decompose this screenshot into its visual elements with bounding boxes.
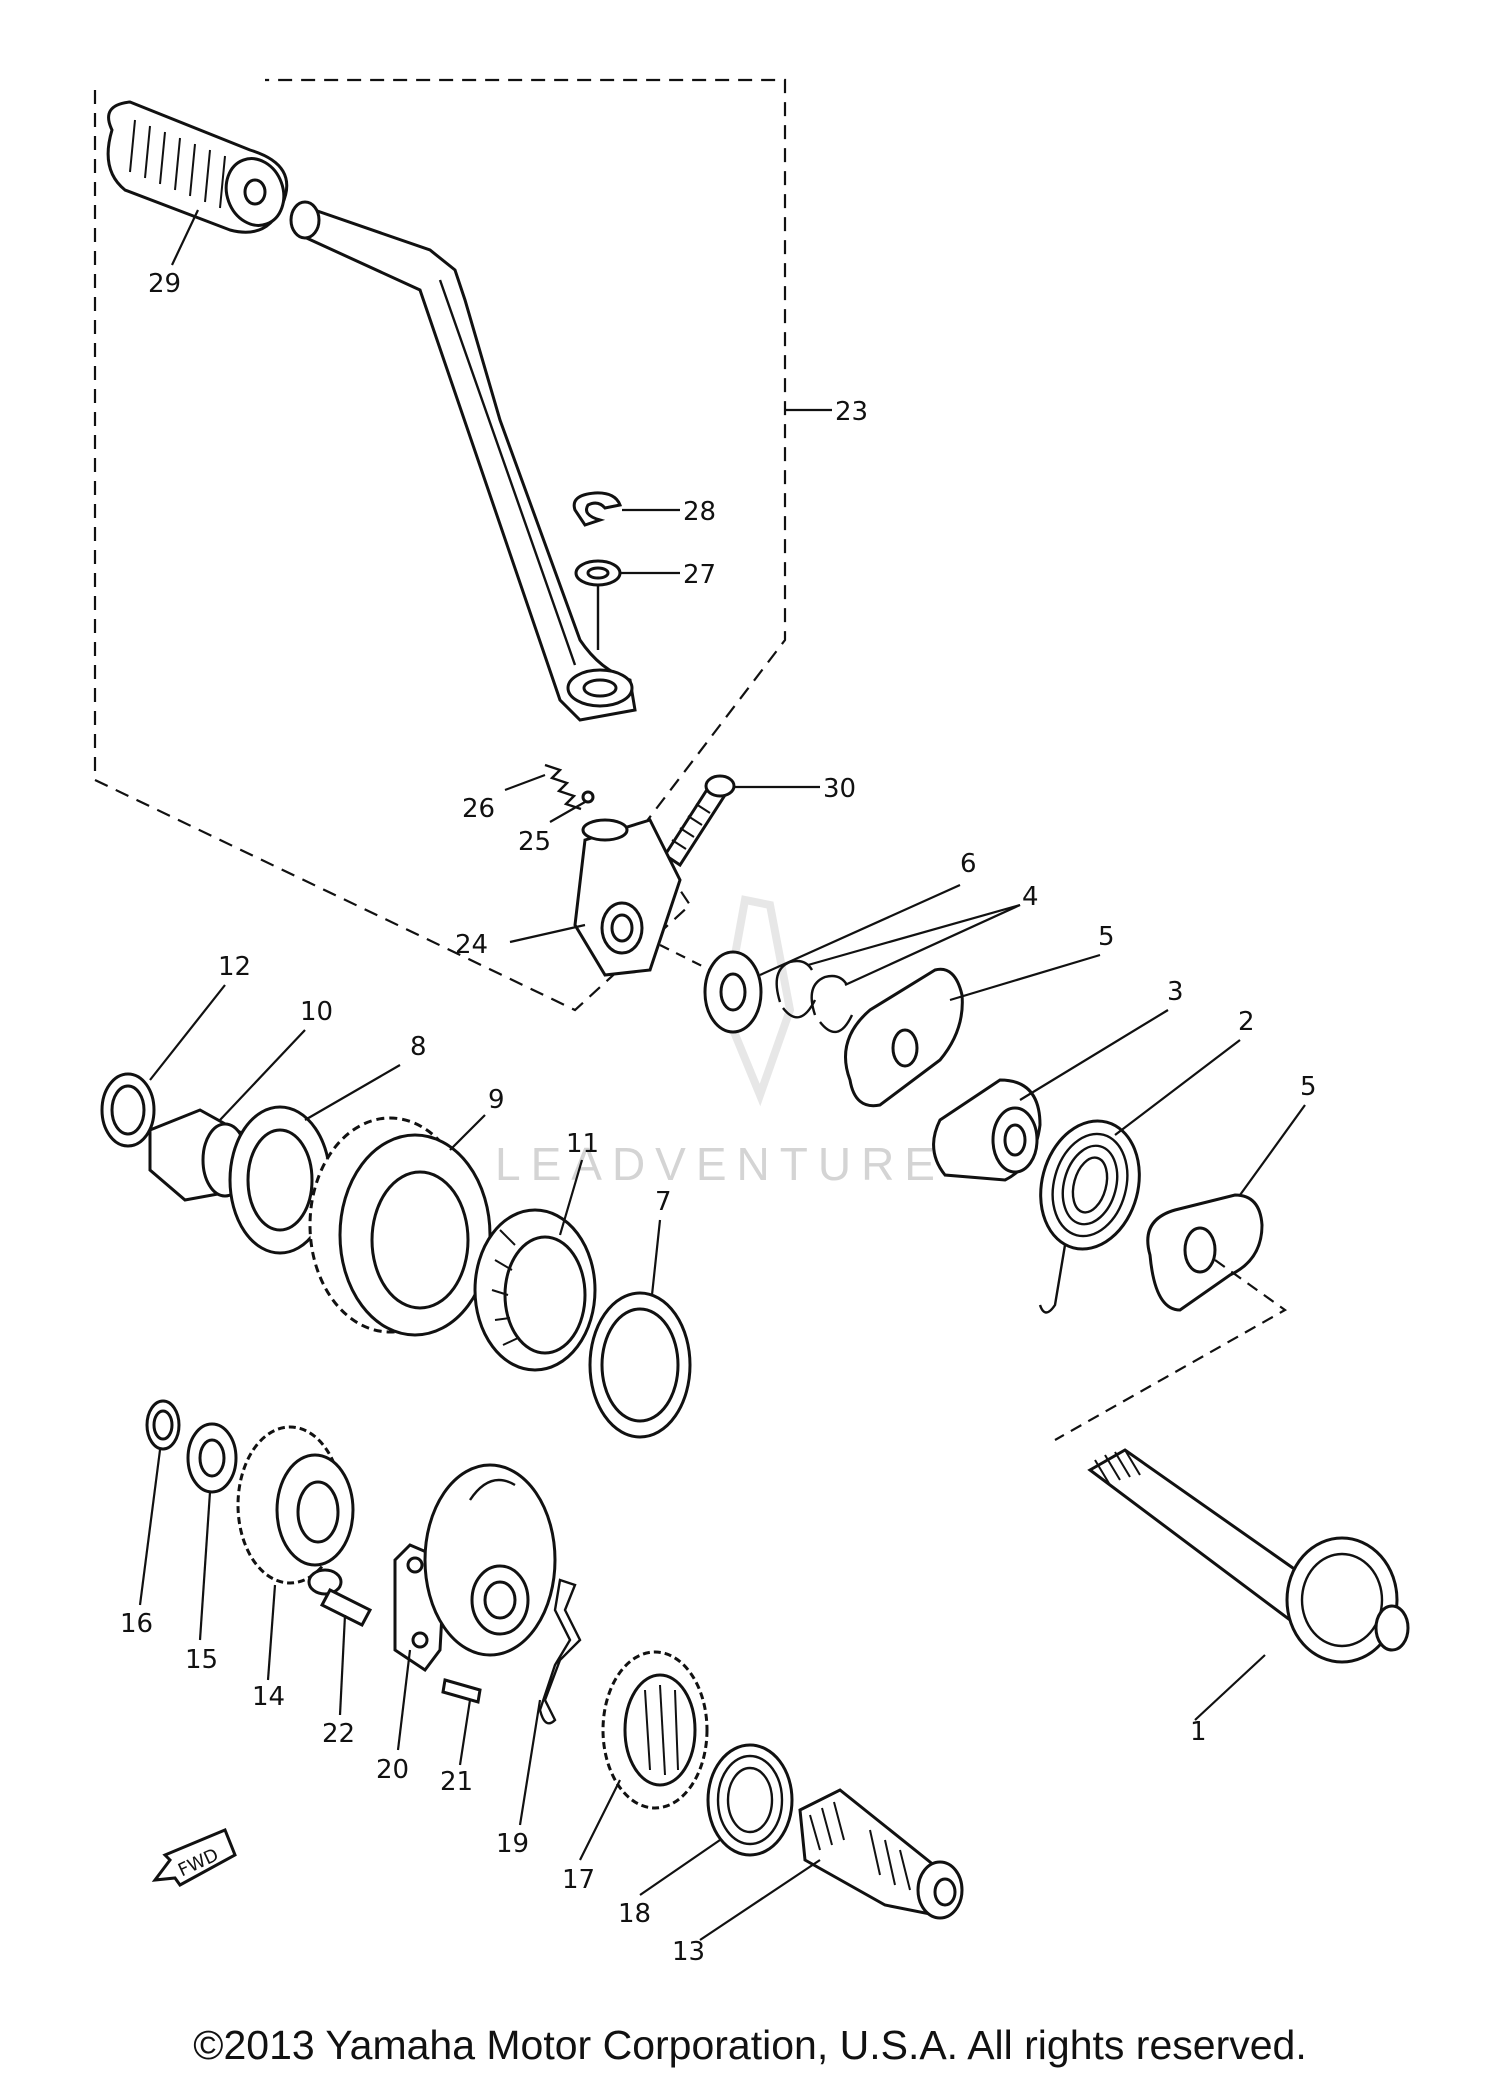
shaft-13 [798, 1788, 964, 1920]
circlips-4 [775, 959, 854, 1033]
part-number-labels: 1 2 3 4 5 5 6 7 8 9 10 11 12 13 14 15 16… [120, 269, 1317, 1967]
torsion-spring-2 [1038, 1119, 1141, 1314]
leader-8 [304, 1064, 401, 1121]
label-25: 25 [518, 827, 551, 857]
fwd-arrow-icon: FWD [151, 1828, 237, 1887]
label-1: 1 [1190, 1717, 1207, 1747]
leader-11 [558, 1159, 584, 1236]
clip-19 [538, 1578, 582, 1725]
label-24: 24 [455, 930, 488, 960]
ratchet-11 [473, 1208, 597, 1372]
label-12: 12 [218, 952, 251, 982]
label-5-upper: 5 [1098, 922, 1115, 952]
leader-21 [458, 1699, 472, 1766]
leader-29 [171, 209, 199, 266]
washer-7 [588, 1291, 692, 1439]
kick-gear-9 [308, 1116, 492, 1337]
label-7: 7 [655, 1187, 672, 1217]
leader-12 [149, 984, 226, 1081]
spring-26 [544, 763, 582, 811]
plate-5-upper [844, 967, 964, 1108]
kick-boss [573, 818, 682, 977]
bolt-22 [307, 1568, 373, 1627]
circlip-28 [572, 491, 623, 527]
leader-18 [639, 1839, 721, 1896]
label-9: 9 [488, 1085, 505, 1115]
label-14: 14 [252, 1682, 285, 1712]
leader-6 [759, 883, 961, 977]
label-3: 3 [1167, 977, 1184, 1007]
leader-22 [338, 1614, 347, 1716]
label-29: 29 [148, 269, 181, 299]
label-11: 11 [566, 1129, 599, 1159]
label-17: 17 [562, 1865, 595, 1895]
leader-25 [549, 801, 586, 823]
label-2: 2 [1238, 1007, 1255, 1037]
bolt-30 [662, 774, 736, 868]
watermark-text: LEADVENTURE [495, 1138, 945, 1190]
leader-13 [699, 1859, 821, 1941]
pin-21 [441, 1678, 482, 1704]
label-18: 18 [618, 1899, 651, 1929]
idle-gear-14 [236, 1425, 355, 1585]
leader-1 [1194, 1654, 1266, 1721]
label-16: 16 [120, 1609, 153, 1639]
label-10: 10 [300, 997, 333, 1027]
label-6: 6 [960, 849, 977, 879]
circlip-12 [100, 1072, 156, 1148]
leader-17 [579, 1779, 621, 1861]
leader-14 [266, 1584, 277, 1681]
kick-grip [106, 100, 289, 234]
kick-axle [1087, 1448, 1410, 1664]
label-21: 21 [440, 1767, 473, 1797]
axis-line-5b [1054, 1259, 1288, 1441]
washer-6 [703, 950, 763, 1034]
label-8: 8 [410, 1032, 427, 1062]
kick-crank-assembly-outline [93, 78, 787, 1012]
leader-5a [949, 953, 1101, 1002]
collar-3 [932, 1078, 1042, 1182]
leader-4b [844, 903, 1021, 987]
label-27: 27 [683, 560, 716, 590]
leader-10 [219, 1029, 306, 1121]
plate-5-lower [1146, 1193, 1264, 1312]
leader-2 [1114, 1039, 1241, 1136]
leader-3 [1019, 1009, 1169, 1101]
label-22: 22 [322, 1719, 355, 1749]
copyright-notice: ©2013 Yamaha Motor Corporation, U.S.A. A… [193, 2022, 1307, 2068]
gear-17 [601, 1650, 709, 1810]
washer-15 [186, 1422, 238, 1494]
leader-15 [198, 1491, 212, 1641]
label-20: 20 [376, 1755, 409, 1785]
label-15: 15 [185, 1645, 218, 1675]
circlip-16 [145, 1399, 181, 1451]
label-5-lower: 5 [1300, 1072, 1317, 1102]
leader-26 [504, 773, 546, 792]
label-13: 13 [672, 1937, 705, 1967]
leader-20 [396, 1649, 412, 1751]
label-4: 4 [1022, 882, 1039, 912]
label-28: 28 [683, 497, 716, 527]
label-19: 19 [496, 1829, 529, 1859]
washer-8 [228, 1105, 332, 1255]
label-26: 26 [462, 794, 495, 824]
kick-crank-arm [289, 200, 637, 722]
ball-25 [581, 790, 595, 804]
leader-5b [1239, 1104, 1306, 1196]
label-30: 30 [823, 774, 856, 804]
leader-9 [449, 1114, 486, 1151]
leader-19 [518, 1699, 542, 1826]
leader-24 [509, 923, 586, 944]
leader-4a [807, 903, 1021, 967]
leader-16 [138, 1449, 162, 1606]
label-23: 23 [835, 397, 868, 427]
spring-18 [706, 1743, 794, 1857]
leader-7 [650, 1219, 662, 1296]
ratchet-guide-20 [393, 1463, 557, 1673]
washer-27 [574, 559, 622, 587]
